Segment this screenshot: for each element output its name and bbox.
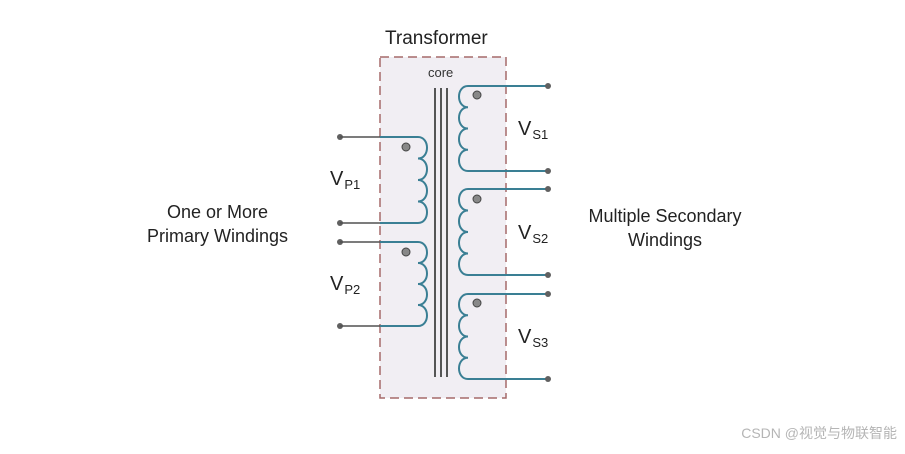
secondary-voltage-label-1: VS1 bbox=[518, 118, 548, 142]
primary-voltage-label-1: VP1 bbox=[330, 168, 360, 192]
secondary-description: Multiple Secondary Windings bbox=[570, 204, 760, 252]
secondary-2-coil bbox=[458, 188, 469, 276]
primary-description: One or More Primary Windings bbox=[130, 200, 305, 248]
voltage-symbol: V bbox=[330, 273, 344, 295]
core-label: core bbox=[428, 65, 454, 80]
primary-voltage-label-2: VP2 bbox=[330, 273, 360, 297]
secondary-3-coil bbox=[458, 293, 469, 380]
secondary-1-terminal-top bbox=[545, 83, 551, 89]
secondary-1-terminal-bottom bbox=[545, 168, 551, 174]
secondary-1-coil bbox=[458, 85, 469, 172]
watermark: CSDN @视觉与物联智能 bbox=[741, 425, 897, 441]
transformer-box bbox=[379, 56, 507, 399]
primary-description-line-1: One or More bbox=[166, 202, 269, 222]
secondary-2-terminal-top bbox=[545, 186, 551, 192]
secondary-voltage-label-2: VS2 bbox=[518, 222, 548, 246]
voltage-subscript: P2 bbox=[344, 282, 361, 297]
primary-description-line-2: Primary Windings bbox=[146, 226, 289, 246]
secondary-description-line-1: Multiple Secondary bbox=[588, 206, 742, 226]
primary-1-coil bbox=[417, 136, 428, 224]
voltage-subscript: S1 bbox=[532, 127, 549, 142]
secondary-3-polarity-dot bbox=[472, 298, 482, 308]
secondary-3-terminal-top bbox=[545, 291, 551, 297]
diagram-title: Transformer bbox=[385, 28, 488, 49]
voltage-symbol: V bbox=[518, 326, 532, 348]
voltage-subscript: S2 bbox=[532, 231, 549, 246]
voltage-symbol: V bbox=[518, 118, 532, 140]
secondary-2-terminal-bottom bbox=[545, 272, 551, 278]
secondary-2-polarity-dot bbox=[472, 194, 482, 204]
primary-2-coil bbox=[417, 241, 428, 327]
secondary-1-polarity-dot bbox=[472, 90, 482, 100]
primary-1-polarity-dot bbox=[401, 142, 411, 152]
primary-2-polarity-dot bbox=[401, 247, 411, 257]
secondary-description-line-2: Windings bbox=[627, 230, 703, 250]
secondary-3-terminal-bottom bbox=[545, 376, 551, 382]
voltage-subscript: S3 bbox=[532, 335, 549, 350]
voltage-subscript: P1 bbox=[344, 177, 361, 192]
voltage-symbol: V bbox=[330, 168, 344, 190]
secondary-voltage-label-3: VS3 bbox=[518, 326, 548, 350]
voltage-symbol: V bbox=[518, 222, 532, 244]
